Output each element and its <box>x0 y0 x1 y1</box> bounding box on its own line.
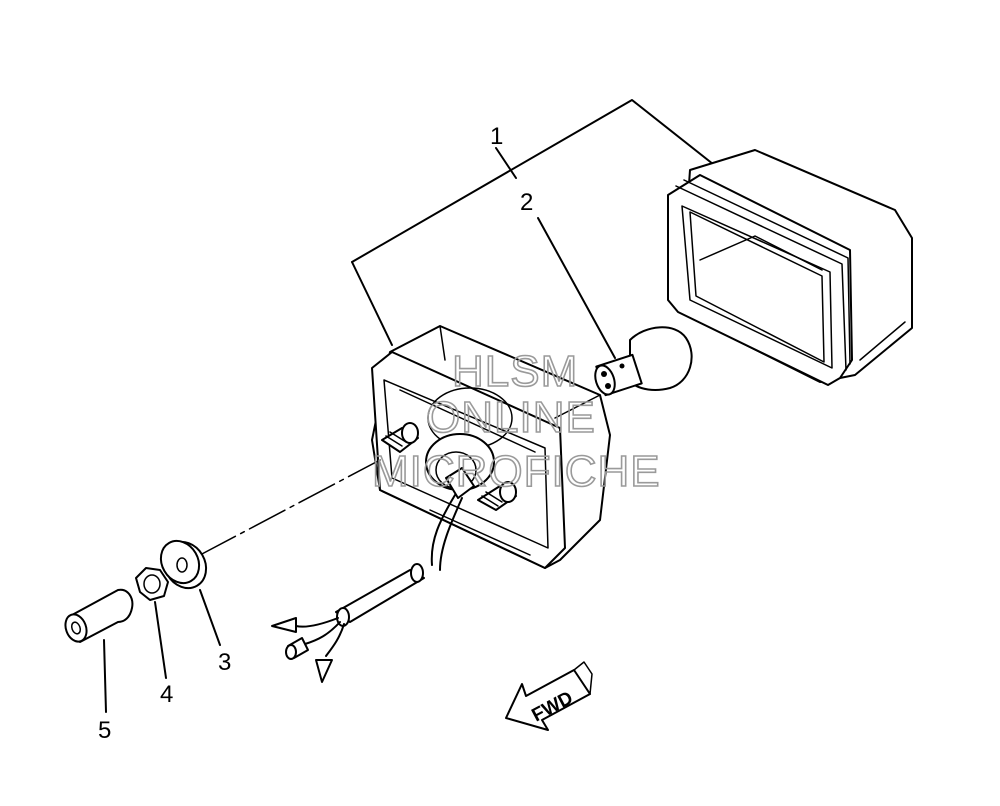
washer-part <box>159 539 208 590</box>
bulb-part <box>594 326 693 397</box>
stud-right <box>477 481 517 511</box>
callout-3-label: 3 <box>218 649 231 676</box>
watermark-line-3: MICROFICHE <box>372 447 661 496</box>
spacer-part <box>64 588 134 643</box>
callout-3-leader <box>199 589 221 646</box>
watermark-line-2: ONLINE <box>426 393 596 442</box>
callout-4-label: 4 <box>160 681 173 708</box>
callout-1-bracket <box>351 99 719 346</box>
watermark-line-1: HLSM <box>452 347 578 396</box>
arrow-down-left-icon: FWD <box>505 661 593 731</box>
callout-1-label: 1 <box>490 123 503 150</box>
callout-2-label: 2 <box>520 189 533 216</box>
lens-part <box>667 149 913 386</box>
callout-2-leader <box>537 217 616 359</box>
callout-5-leader <box>103 639 107 713</box>
wire-harness <box>271 494 463 683</box>
assembly-line <box>199 459 381 556</box>
callout-4-leader <box>154 601 167 679</box>
housing-part <box>371 325 611 569</box>
stud-left <box>381 422 419 453</box>
callout-5-label: 5 <box>98 717 111 744</box>
watermark: HLSM ONLINE MICROFICHE <box>371 346 661 497</box>
nut-part <box>135 567 169 601</box>
